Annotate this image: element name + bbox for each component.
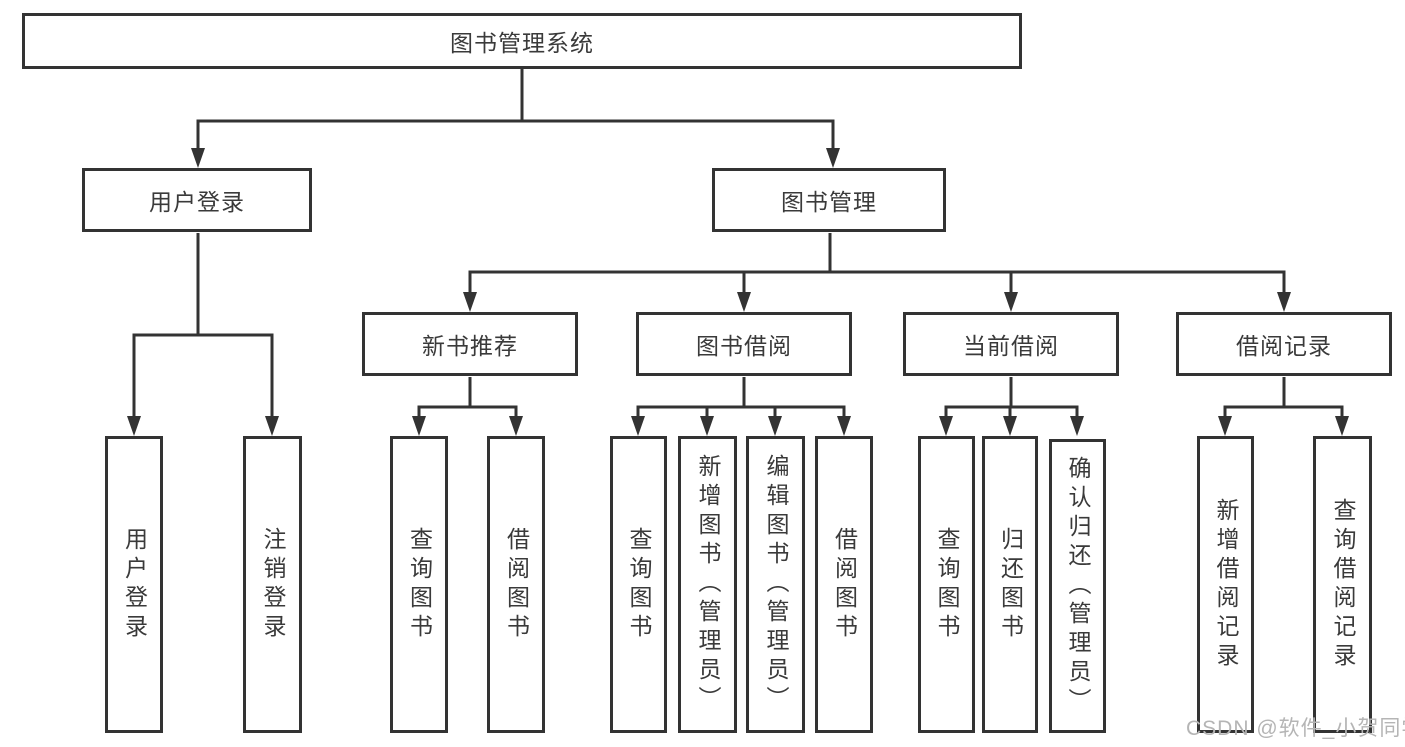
leaf-current-confirm-admin: 确认归还（管理员） [1049, 439, 1106, 733]
connector-new-book-children [412, 377, 523, 436]
connector-book-mgmt-children [463, 233, 1291, 312]
leaf-newbook-query: 查询图书 [390, 436, 448, 733]
leaf-newbook-borrow: 借阅图书 [487, 436, 545, 733]
node-root-system: 图书管理系统 [22, 13, 1022, 69]
leaf-user-login: 用户登录 [105, 436, 163, 733]
leaf-current-query: 查询图书 [918, 436, 975, 733]
connector-root-to-level2 [191, 69, 840, 168]
node-user-login: 用户登录 [82, 168, 312, 232]
connector-user-login-children [127, 233, 279, 436]
connector-book-borrow-children [631, 377, 851, 436]
node-current-borrow: 当前借阅 [903, 312, 1119, 376]
connector-current-borrow-children [939, 377, 1084, 436]
node-book-management: 图书管理 [712, 168, 946, 232]
leaf-borrow-edit-admin: 编辑图书（管理员） [746, 436, 805, 733]
connector-borrow-record-children [1218, 377, 1349, 436]
leaf-borrow-book: 借阅图书 [815, 436, 873, 733]
leaf-current-return: 归还图书 [982, 436, 1038, 733]
leaf-borrow-query: 查询图书 [610, 436, 667, 733]
node-book-borrow: 图书借阅 [636, 312, 852, 376]
leaf-record-add: 新增借阅记录 [1197, 436, 1254, 733]
csdn-watermark: CSDN @软件_小贺同学 [1186, 717, 1405, 740]
leaf-record-query: 查询借阅记录 [1313, 436, 1372, 733]
node-borrow-record: 借阅记录 [1176, 312, 1392, 376]
leaf-borrow-add-admin: 新增图书（管理员） [678, 436, 737, 733]
node-new-book-recommend: 新书推荐 [362, 312, 578, 376]
leaf-logout: 注销登录 [243, 436, 302, 733]
